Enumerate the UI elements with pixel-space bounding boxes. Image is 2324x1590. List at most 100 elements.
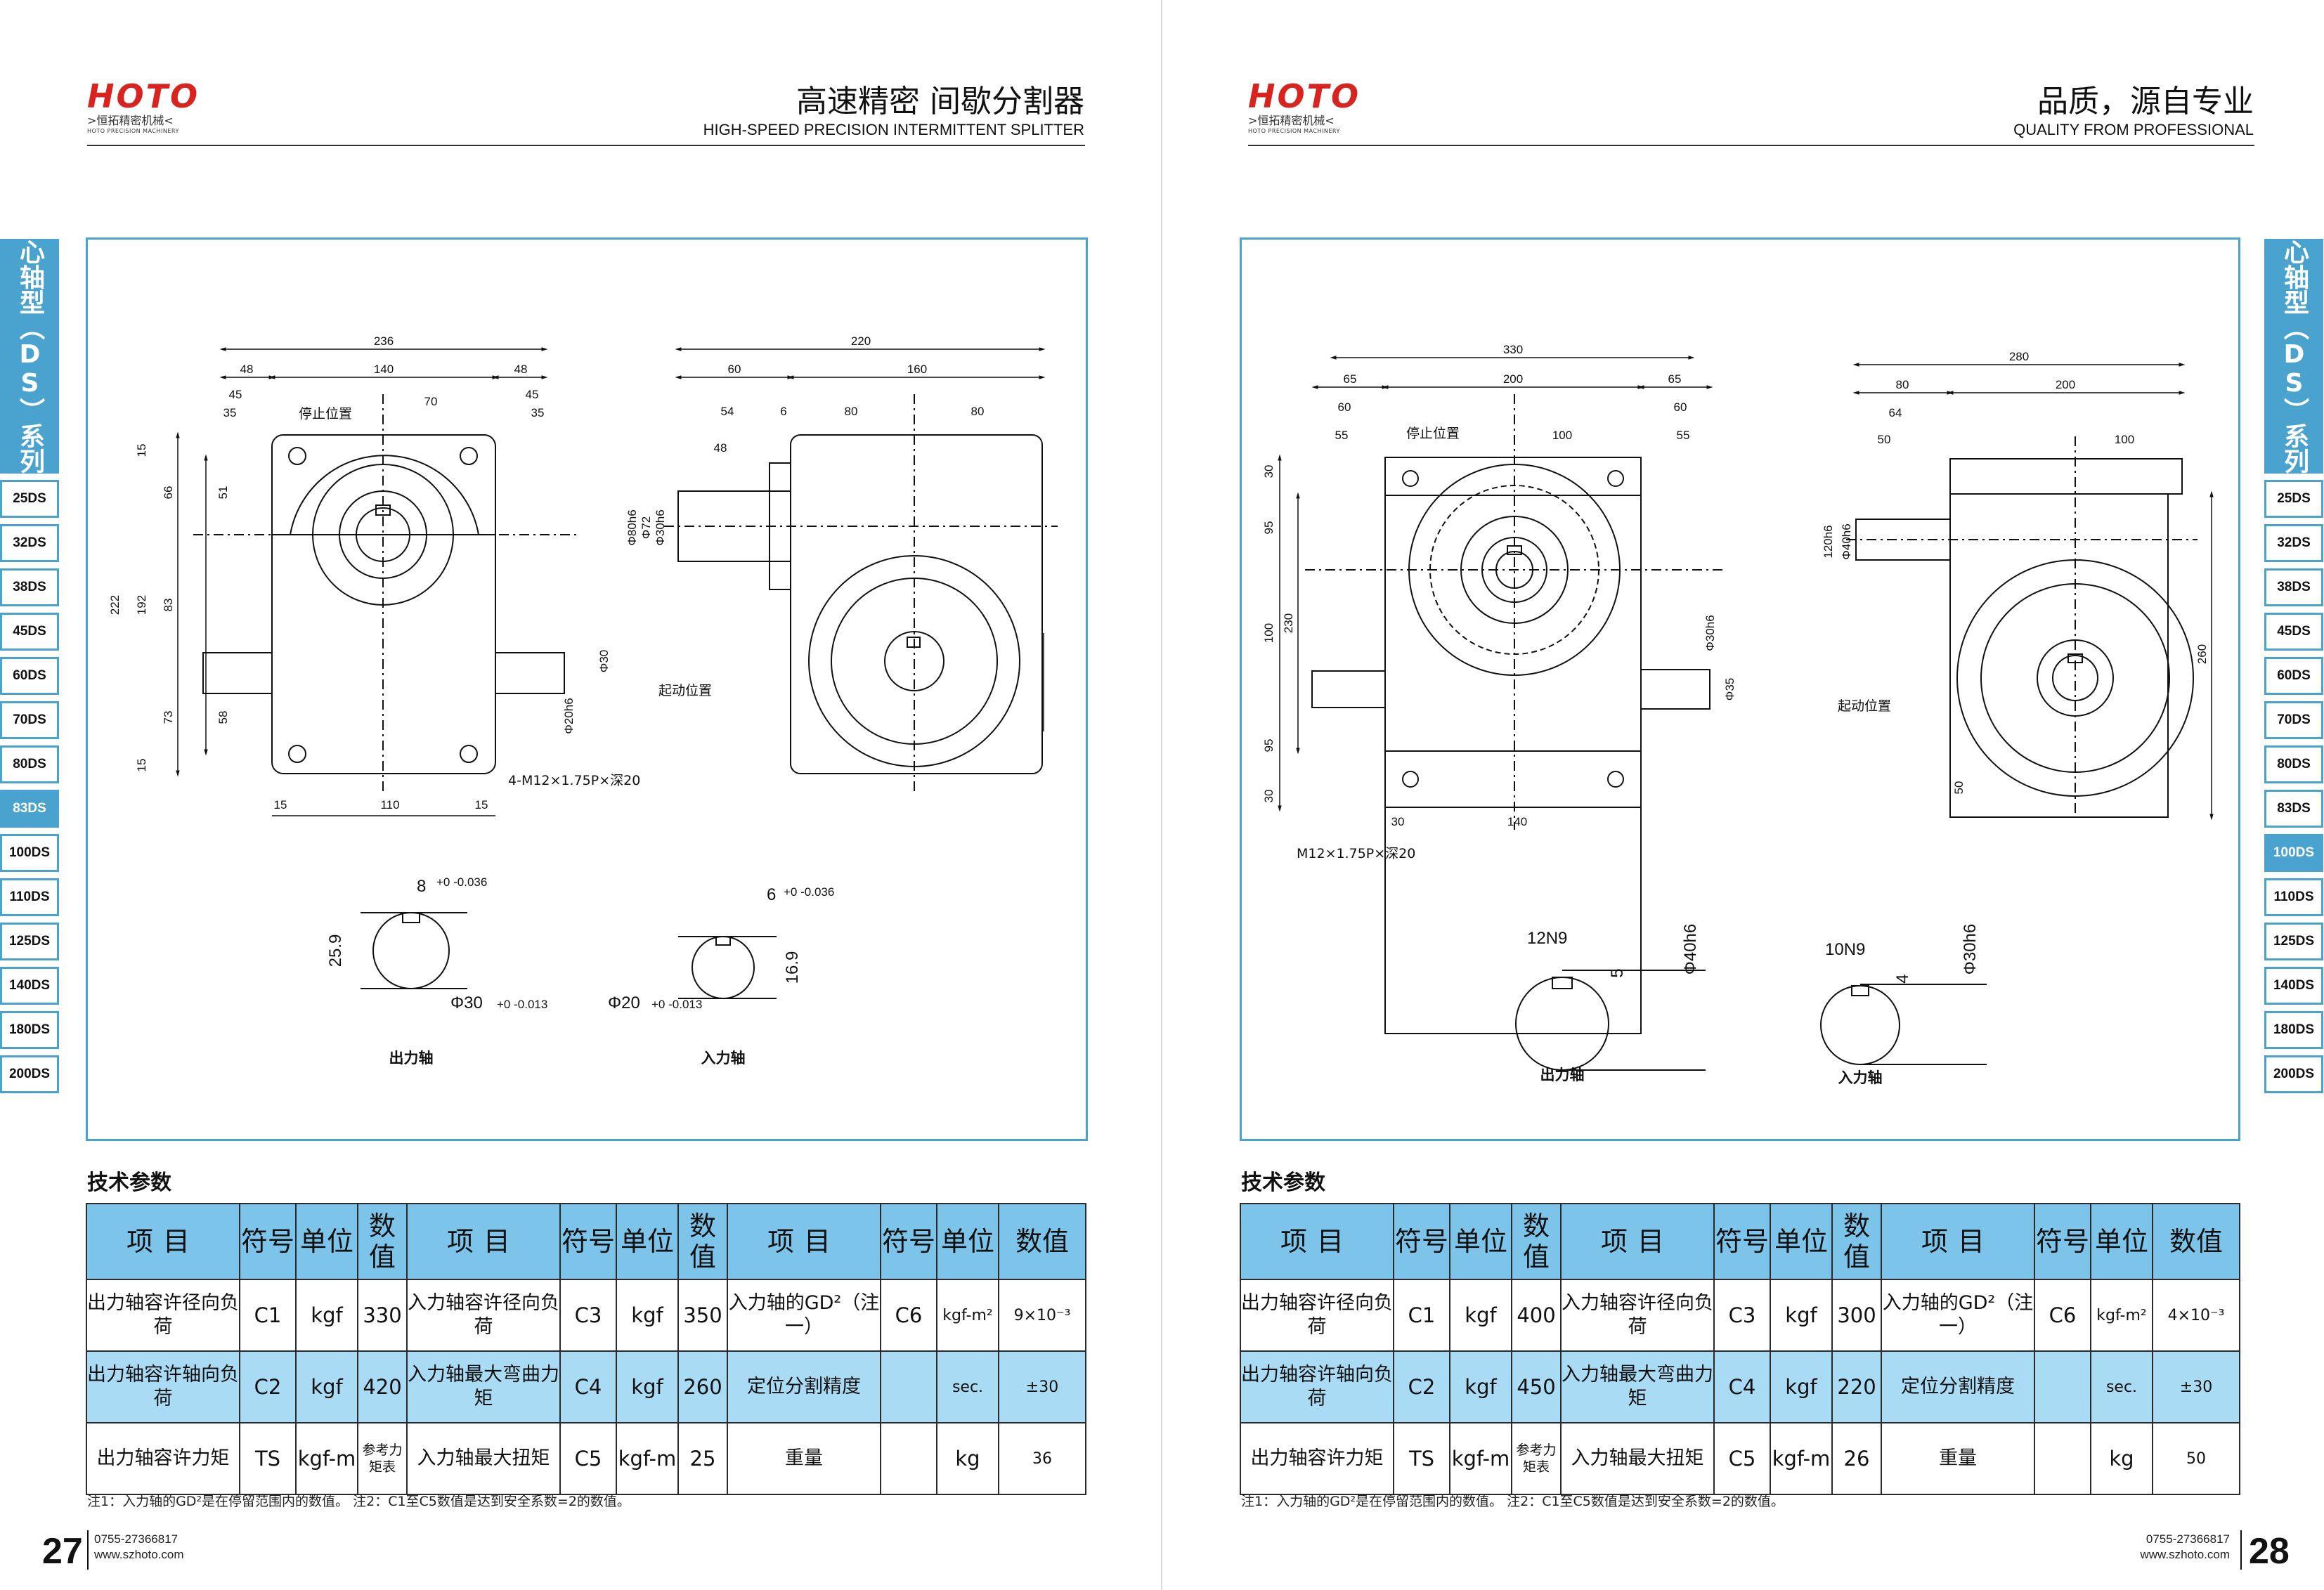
side-view-dimensions <box>675 347 1046 731</box>
table-cell: kgf-m² <box>2090 1279 2153 1352</box>
model-tab-25ds[interactable]: 25DS <box>0 480 59 518</box>
dim-95-top: 95 <box>1262 521 1275 535</box>
side-dim-280: 280 <box>2009 350 2029 363</box>
dim-top-width: 236 <box>374 334 394 348</box>
table-cell: 220 <box>1831 1350 1882 1423</box>
table-cell: TS <box>1393 1422 1450 1495</box>
table-header-cell: 单位 <box>295 1203 358 1280</box>
out-key-height: 25.9 <box>326 934 345 967</box>
model-tab-38ds[interactable]: 38DS <box>2264 568 2323 606</box>
side-dim-200: 200 <box>2056 378 2075 391</box>
side-dim-50-bottom: 50 <box>1952 781 1966 795</box>
model-tab-180ds[interactable]: 180DS <box>2264 1011 2323 1049</box>
model-tab-45ds[interactable]: 45DS <box>0 613 59 651</box>
table-cell: C4 <box>1713 1350 1771 1423</box>
table-header-cell: 单位 <box>616 1203 679 1280</box>
series-tab-label: 心轴型（DS）系列 <box>15 239 44 474</box>
table-cell: 420 <box>357 1350 408 1423</box>
model-tab-140ds[interactable]: 140DS <box>2264 967 2323 1005</box>
model-tab-100ds[interactable]: 100DS <box>0 834 59 872</box>
logo-cn: >恒拓精密机械< <box>1248 114 1335 127</box>
page-number: 27 <box>42 1531 83 1572</box>
model-tab-140ds[interactable]: 140DS <box>0 967 59 1005</box>
table-cell: kgf <box>295 1279 358 1352</box>
model-tab-60ds[interactable]: 60DS <box>0 657 59 695</box>
dim-35-left: 35 <box>223 406 237 419</box>
in-shaft-dia: Φ30h6 <box>1961 924 1980 975</box>
table-cell: 出力轴容许径向负荷 <box>86 1279 240 1352</box>
model-tab-100ds[interactable]: 100DS <box>2264 834 2323 872</box>
out-key-spec: 12N9 <box>1527 929 1567 948</box>
model-tab-110ds[interactable]: 110DS <box>2264 878 2323 916</box>
model-tab-180ds[interactable]: 180DS <box>0 1011 59 1049</box>
front-dim-phi30: Φ30 <box>597 650 611 672</box>
model-tab-83ds[interactable]: 83DS <box>0 790 59 828</box>
in-key-height: 16.9 <box>783 951 802 984</box>
table-cell: kgf-m <box>616 1422 679 1495</box>
front-dim-phi35: Φ35 <box>1723 678 1736 700</box>
side-dim-80-a: 80 <box>845 405 858 418</box>
side-dim-160: 160 <box>907 363 927 376</box>
table-cell <box>880 1350 937 1423</box>
model-tab-125ds[interactable]: 125DS <box>2264 923 2323 960</box>
table-header-cell: 数值 <box>1511 1203 1562 1280</box>
model-tab-80ds[interactable]: 80DS <box>0 745 59 783</box>
model-tab-200ds[interactable]: 200DS <box>2264 1055 2323 1093</box>
logo-wordmark: HOTO <box>1248 77 1361 115</box>
front-view-dimensions <box>176 347 548 816</box>
header-rule <box>87 145 1085 146</box>
table-cell: C1 <box>1393 1279 1450 1352</box>
table-cell: kgf <box>1449 1350 1512 1423</box>
footer-web[interactable]: www.szhoto.com <box>2140 1548 2230 1561</box>
table-cell: 入力轴最大扭矩 <box>406 1422 561 1495</box>
technical-drawing-83ds: 236 48 140 48 45 70 45 35 35 停止位置 15 66 … <box>108 334 1058 1067</box>
series-tab[interactable]: 心轴型（DS）系列 <box>0 239 59 474</box>
table-header-cell: 项目 <box>727 1203 881 1280</box>
footer-web[interactable]: www.szhoto.com <box>94 1548 184 1561</box>
model-tab-70ds[interactable]: 70DS <box>2264 701 2323 739</box>
input-shaft-label: 入力轴 <box>701 1050 746 1067</box>
table-cell: 36 <box>998 1422 1086 1495</box>
series-tab[interactable]: 心轴型（DS）系列 <box>2264 239 2323 474</box>
table-cell: 26 <box>1831 1422 1882 1495</box>
table-cell: kg <box>2090 1422 2153 1495</box>
model-tabs-right: 心轴型（DS）系列 25DS 32DS 38DS 45DS 60DS 70DS 80DS 83… <box>2264 239 2323 1093</box>
model-tab-60ds[interactable]: 60DS <box>2264 657 2323 695</box>
stop-position-label: 停止位置 <box>1406 426 1460 441</box>
table-header-cell: 项目 <box>1240 1203 1394 1280</box>
side-dim-80: 80 <box>1896 378 1909 391</box>
dim-top-mid: 140 <box>374 363 394 376</box>
model-tab-38ds[interactable]: 38DS <box>0 568 59 606</box>
model-tab-45ds[interactable]: 45DS <box>2264 613 2323 651</box>
dim-73: 73 <box>162 711 175 724</box>
side-view <box>664 394 1058 795</box>
hole-note: 4-M12×1.75P×深20 <box>508 773 640 788</box>
table-cell: C2 <box>1393 1350 1450 1423</box>
side-dim-50: 50 <box>1878 433 1891 446</box>
model-tab-200ds[interactable]: 200DS <box>0 1055 59 1093</box>
table-header-cell: 数值 <box>2152 1203 2240 1280</box>
side-view-dimensions <box>1852 363 2214 821</box>
dim-bottom-15-left: 15 <box>274 798 287 812</box>
side-dim-phi72: Φ72 <box>640 516 653 539</box>
footer-phone: 0755-27366817 <box>2146 1532 2230 1546</box>
logo-en: HOTO PRECISION MACHINERY <box>1248 128 1340 134</box>
model-tab-70ds[interactable]: 70DS <box>0 701 59 739</box>
model-tab-32ds[interactable]: 32DS <box>0 524 59 562</box>
table-cell: kgf <box>616 1350 679 1423</box>
model-tab-32ds[interactable]: 32DS <box>2264 524 2323 562</box>
output-shaft-section <box>361 912 467 989</box>
model-tab-83ds[interactable]: 83DS <box>2264 790 2323 828</box>
start-position-label: 起动位置 <box>1838 698 1891 714</box>
in-shaft-dia: Φ20 <box>608 993 640 1012</box>
table-cell: 4×10⁻³ <box>2152 1279 2240 1352</box>
model-tab-25ds[interactable]: 25DS <box>2264 480 2323 518</box>
model-tab-110ds[interactable]: 110DS <box>0 878 59 916</box>
model-tab-80ds[interactable]: 80DS <box>2264 745 2323 783</box>
model-tab-125ds[interactable]: 125DS <box>0 923 59 960</box>
dim-330: 330 <box>1503 343 1523 356</box>
table-cell <box>880 1422 937 1495</box>
table-cell: C2 <box>239 1350 297 1423</box>
